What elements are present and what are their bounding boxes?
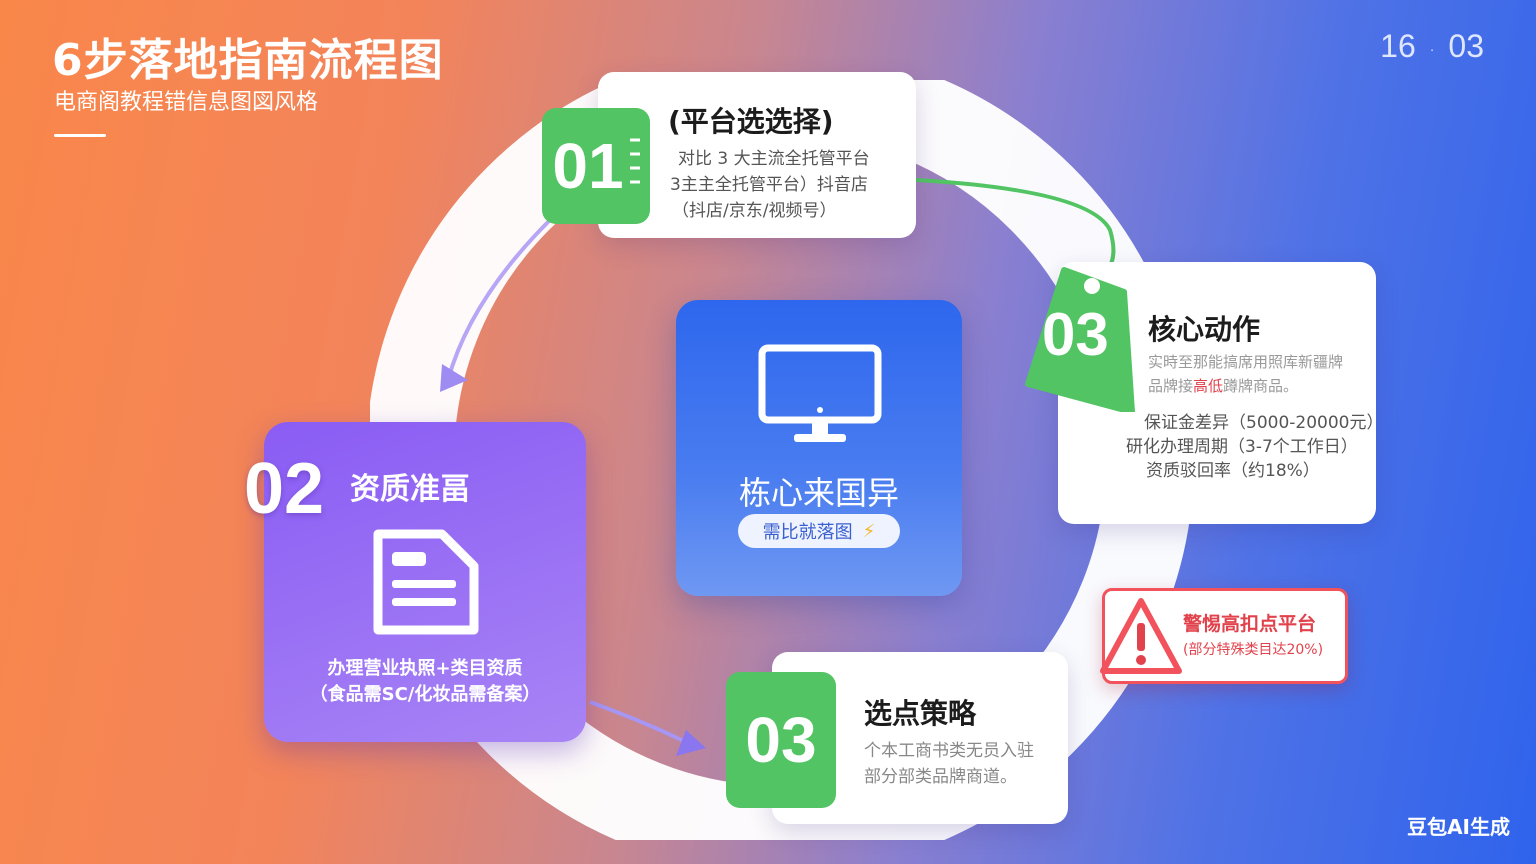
step4-line: 个本工商书类无员入驻 bbox=[864, 741, 1034, 761]
step4-badge: 03 bbox=[726, 672, 836, 808]
step2-line: （食品需SC/化妆品需备案） bbox=[309, 684, 541, 705]
warning-triangle-icon bbox=[1099, 593, 1183, 677]
title-divider bbox=[54, 134, 106, 137]
step4-line: 部分部类品牌商道。 bbox=[864, 767, 1017, 787]
page-separator: · bbox=[1429, 40, 1435, 57]
step3-line: 保证金差异（5000-20000元） bbox=[1144, 413, 1384, 433]
center-pill-button[interactable]: 需比就落图 ⚡ bbox=[738, 514, 900, 548]
step3-line: 实時至那能搞席用照库新疆牌 bbox=[1148, 353, 1344, 371]
step2-number: 02 bbox=[244, 449, 325, 529]
page-title: 6步落地指南流程图 bbox=[52, 35, 444, 86]
step2-line: 办理营业执照+类目资质 bbox=[327, 658, 523, 679]
page-number: 16 · 03 bbox=[1380, 28, 1484, 65]
step3-highlight: 高低 bbox=[1193, 377, 1224, 395]
step3-tag-badge: 03 bbox=[1024, 266, 1136, 412]
page-current: 16 bbox=[1380, 28, 1416, 64]
tag-icon bbox=[1025, 267, 1135, 412]
warning-note: (部分特殊类目达20%) bbox=[1183, 642, 1324, 658]
arrow-head-left bbox=[440, 364, 468, 392]
warning-box: 警惕高扣点平台 (部分特殊类目达20%) bbox=[1099, 588, 1348, 684]
step4-number: 03 bbox=[745, 704, 817, 776]
step3-line-part: 品牌接 bbox=[1148, 377, 1194, 395]
warning-title: 警惕高扣点平台 bbox=[1183, 613, 1317, 635]
list-lines-icon bbox=[629, 129, 640, 203]
step1-line: 对比 3 大主流全托管平台 bbox=[678, 149, 870, 169]
step1-card[interactable]: (平台选选择) 对比 3 大主流全托管平台 3主主全托管平台）抖音店 （抖店/京… bbox=[598, 72, 916, 238]
arrow-step2-to-step4 bbox=[589, 700, 687, 744]
arrow-step1-to-step2 bbox=[446, 218, 552, 381]
watermark: 豆包AI生成 bbox=[1407, 815, 1510, 839]
arrow-head-bottom bbox=[676, 730, 706, 756]
step3-line: 资质驳回率（约18%） bbox=[1146, 461, 1320, 481]
monitor-icon bbox=[758, 344, 882, 446]
step1-line: （抖店/京东/视频号） bbox=[672, 201, 837, 221]
step1-number: 01 bbox=[552, 130, 624, 202]
page-subtitle: 电商阁教程错信息图図风格 bbox=[54, 90, 319, 115]
center-title: 栋心来国异 bbox=[738, 474, 899, 512]
step1-badge: 01 bbox=[542, 108, 650, 224]
step2-title: 资质准畐 bbox=[350, 472, 470, 507]
lightning-icon: ⚡ bbox=[862, 520, 876, 542]
step3-title: 核心动作 bbox=[1148, 313, 1261, 346]
step3-line: 研化办理周期（3-7个工作日） bbox=[1126, 437, 1358, 457]
page-total: 03 bbox=[1448, 28, 1484, 64]
center-card[interactable]: 栋心来国异 需比就落图 ⚡ bbox=[676, 300, 962, 596]
step1-line: 3主主全托管平台）抖音店 bbox=[670, 175, 868, 195]
step2-card[interactable]: 资质准畐 办理营业执照+类目资质 （食品需SC/化妆品需备案） bbox=[264, 422, 586, 742]
step3-line: 品牌接高低蹲牌商品。 bbox=[1148, 374, 1298, 398]
document-icon bbox=[370, 526, 482, 638]
step4-title: 选点策略 bbox=[864, 697, 977, 730]
step3-number: 03 bbox=[1042, 301, 1109, 368]
center-pill-label: 需比就落图 bbox=[762, 522, 853, 543]
step3-line-part: 蹲牌商品。 bbox=[1223, 377, 1299, 395]
step1-title: (平台选选择) bbox=[668, 105, 834, 138]
